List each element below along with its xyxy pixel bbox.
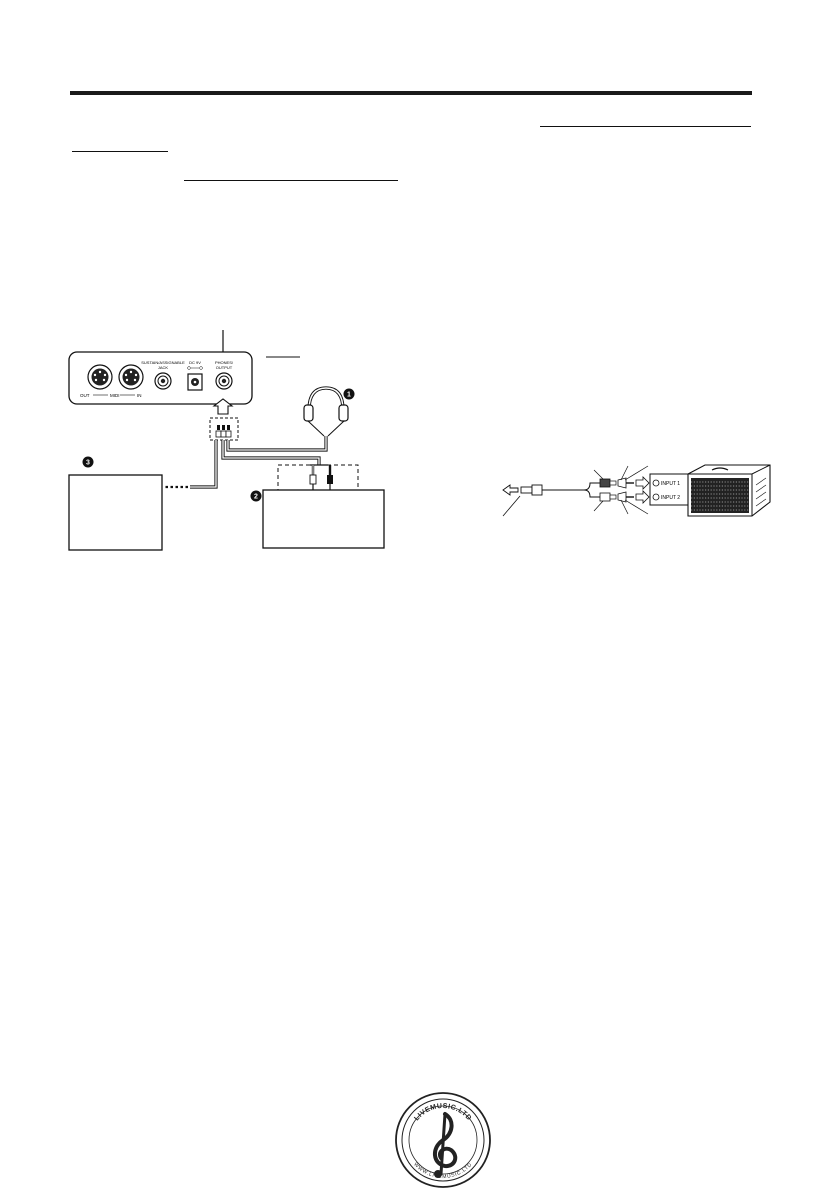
speaker-grille (691, 478, 749, 513)
rca-plugs (309, 464, 333, 493)
rear-panel: OUT MIDI IN SUSTAIN/ASSIGNABLE JACK DC 9… (68, 351, 253, 405)
split-cable-bottom (583, 489, 600, 498)
phones-label-2: OUTPUT (216, 365, 233, 370)
plug-group (215, 425, 232, 438)
headphones-icon (303, 386, 349, 437)
insert-arrow-icon (212, 398, 234, 415)
plug-pointer-line (502, 495, 521, 517)
midi-in-label: IN (137, 393, 142, 398)
plug-adapter-top (617, 477, 634, 489)
audio-equipment-box (262, 489, 385, 549)
connection-diagram: OUT MIDI IN SUSTAIN/ASSIGNABLE JACK DC 9… (68, 330, 385, 551)
handle-icon (711, 467, 729, 471)
insert-arrow-top-icon (635, 476, 650, 490)
stereo-plug-icon (520, 484, 584, 496)
midi-out-jack (87, 364, 113, 390)
amplifier-connection-illustration: INPUT 1 INPUT 2 (502, 464, 771, 517)
marker-3-badge: 3 (82, 456, 94, 468)
underline-2 (72, 151, 168, 152)
sustain-label-1: SUSTAIN/ASSIGNABLE (141, 360, 185, 365)
header-rule (70, 91, 752, 95)
phones-output-jack (215, 372, 233, 390)
amplifier-cabinet (687, 464, 771, 517)
marker-1-badge: 1 (343, 388, 355, 400)
red-plug-pointer (593, 469, 604, 480)
midi-out-label: OUT (80, 393, 90, 398)
rca-plug-box (277, 464, 359, 491)
input-2-jack (652, 493, 660, 501)
svg-text:2: 2 (254, 494, 258, 501)
rca-plug-white (599, 492, 617, 502)
marker-2-badge: 2 (250, 490, 262, 502)
audio-equipment-cable (221, 440, 321, 465)
underline-3 (184, 180, 398, 181)
input-1-jack (652, 479, 660, 487)
phones-label-1: PHONES/ (215, 360, 234, 365)
dc-label: DC 9V (189, 360, 201, 365)
svg-text:3: 3 (86, 460, 90, 467)
treble-clef-icon (433, 1112, 458, 1178)
midi-in-jack (118, 364, 144, 390)
livemusic-watermark-logo: LIVEMUSIC.LTD WWW.LIVEMUSIC.LTD (395, 1092, 491, 1188)
amplifier-cable (190, 440, 218, 489)
sustain-jack (154, 372, 172, 390)
amplifier-box (68, 474, 163, 551)
input-1-label: INPUT 1 (661, 481, 680, 487)
plug-adapter-bottom (617, 491, 634, 503)
sustain-label-2: JACK (158, 365, 169, 370)
underline-1 (540, 126, 751, 127)
headphone-cable (226, 436, 328, 452)
split-cable-top (583, 482, 600, 491)
insert-arrow-bottom-icon (635, 490, 650, 504)
rca-plug-red (599, 478, 617, 488)
dc-jack (187, 373, 203, 391)
white-plug-pointer (593, 500, 604, 512)
input-2-label: INPUT 2 (661, 495, 680, 501)
left-arrow-icon (502, 484, 519, 496)
midi-label: MIDI (110, 393, 120, 398)
svg-text:1: 1 (347, 392, 351, 399)
dc-polarity-icon (187, 366, 203, 370)
